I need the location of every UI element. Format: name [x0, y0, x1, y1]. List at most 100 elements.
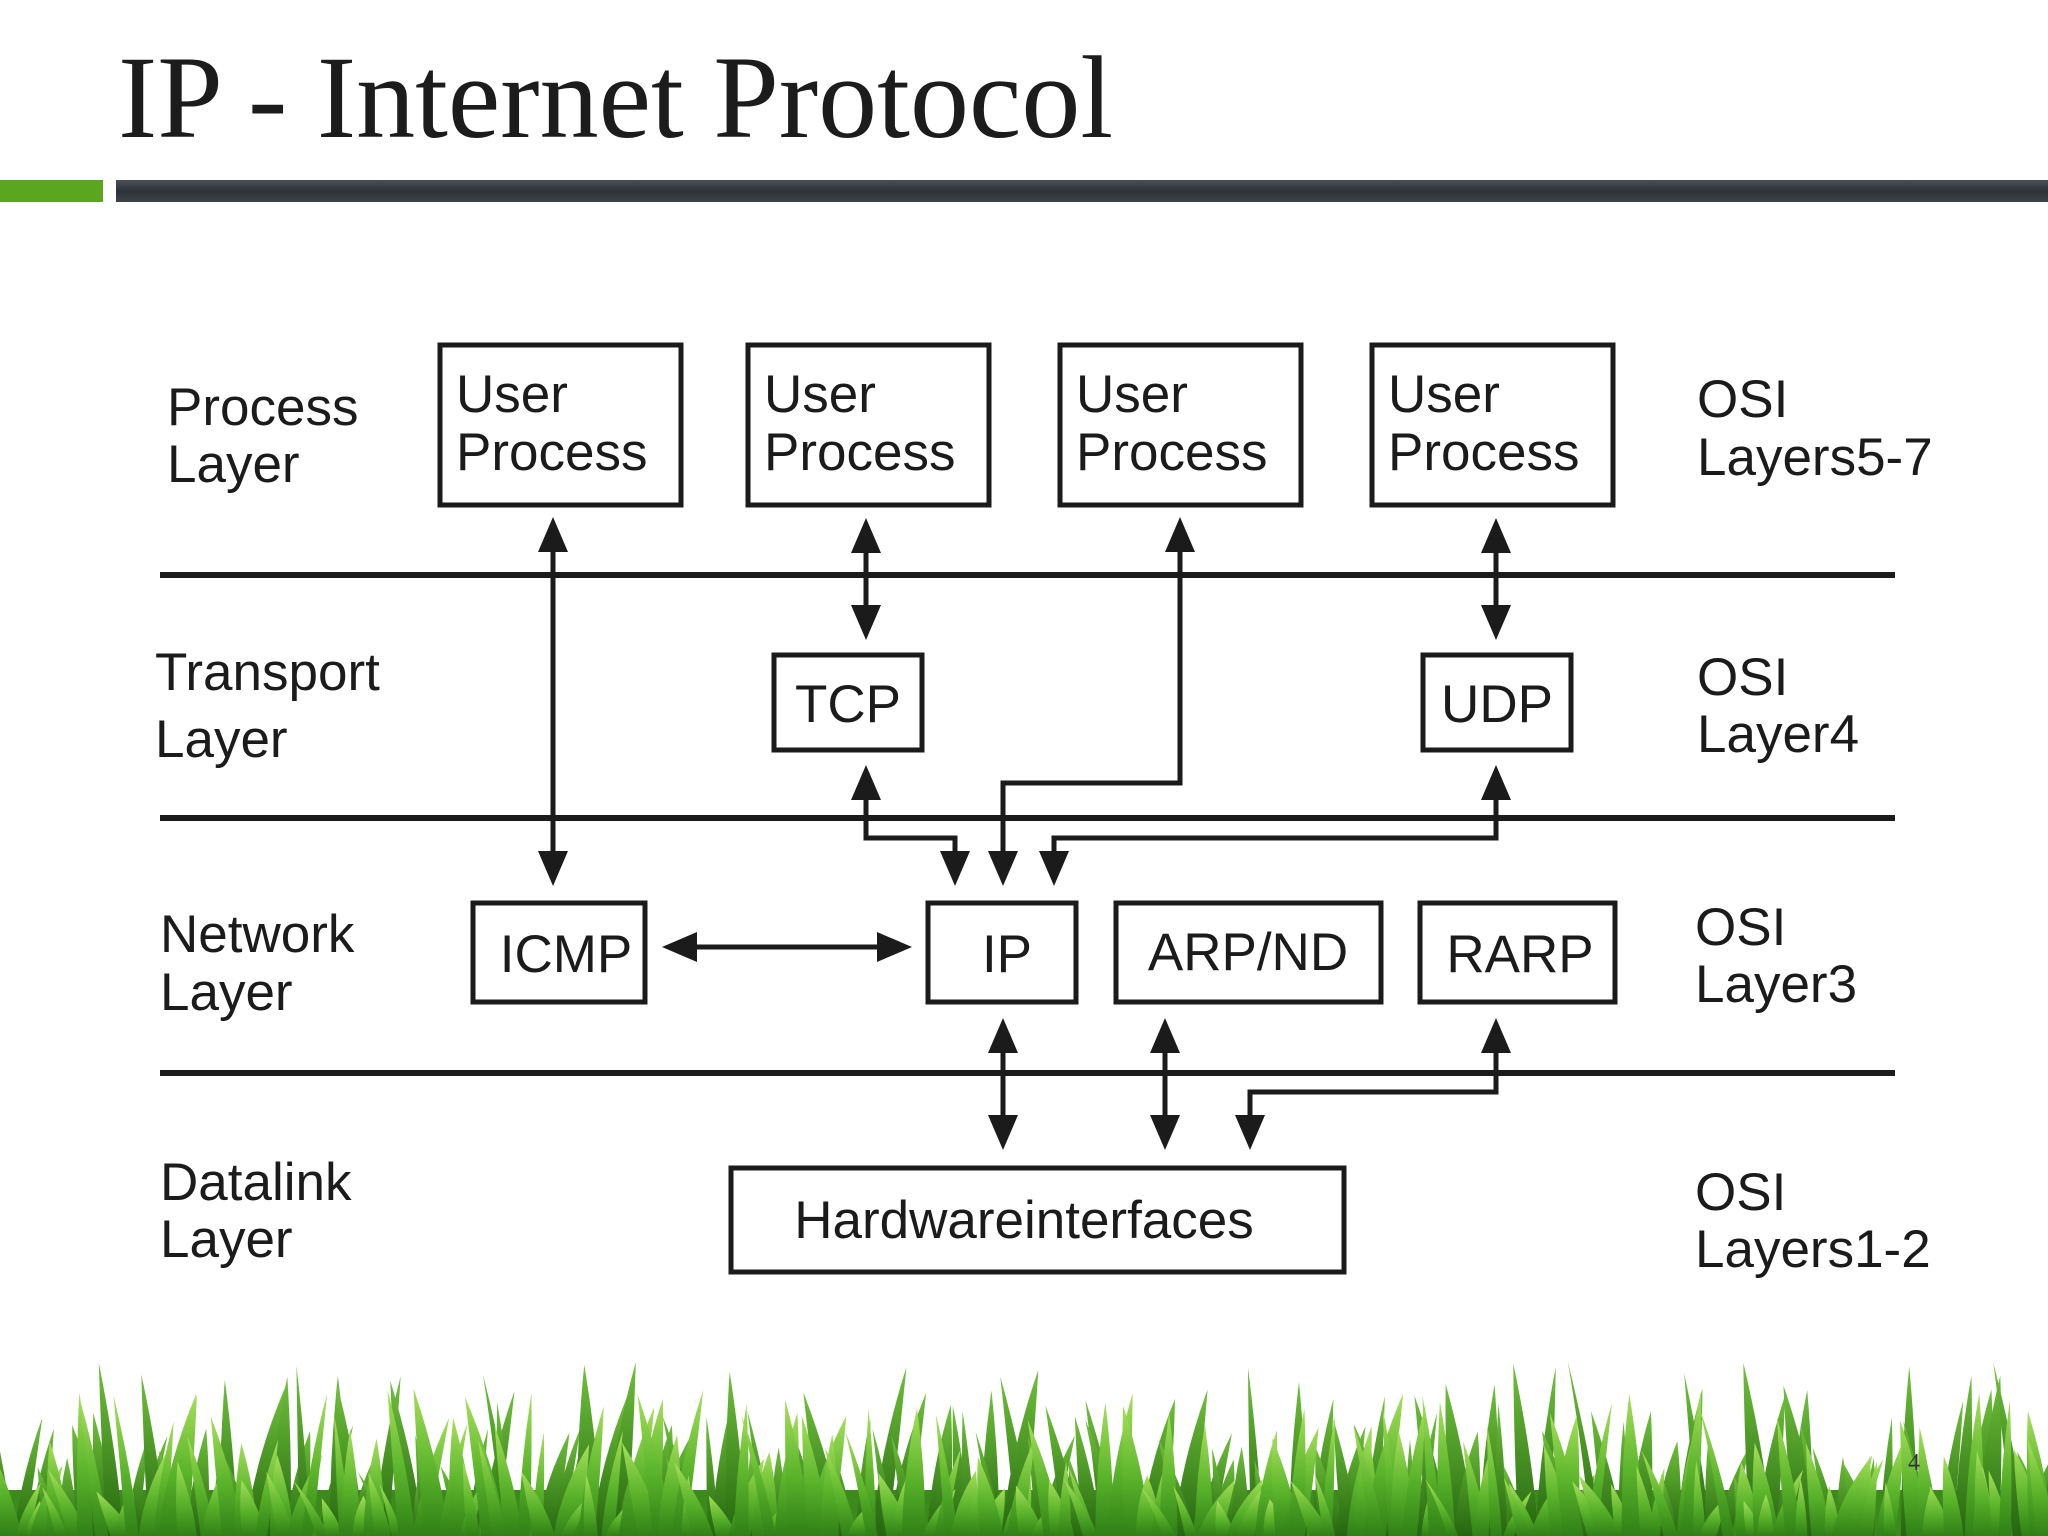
grass-blade	[1503, 1477, 1530, 1536]
grass-blade	[601, 1431, 623, 1536]
page-number: 4	[1908, 1450, 1920, 1476]
osi-label-transport: OSI	[1697, 648, 1788, 707]
arrow-arp-hardware	[1150, 1018, 1180, 1150]
user-process-box-2: User Process	[745, 342, 992, 508]
svg-text:Process: Process	[764, 423, 955, 482]
layer-name-network: Network	[160, 905, 355, 964]
arp-nd-box: ARP/ND	[1113, 900, 1384, 1005]
grass-blade	[1974, 1450, 1994, 1536]
grass-blade	[901, 1408, 926, 1536]
grass-blade	[1942, 1455, 1964, 1536]
grass-blade	[1998, 1399, 2012, 1536]
grass-blade	[1513, 1363, 1539, 1536]
osi-range-datalink: Layers1-2	[1695, 1220, 1931, 1279]
grass-blade	[1141, 1488, 1176, 1536]
grass-blade	[1001, 1369, 1039, 1536]
layer-name-datalink: Datalink	[160, 1153, 352, 1212]
svg-text:TCP: TCP	[795, 675, 901, 734]
grass-blade	[1197, 1480, 1235, 1536]
grass-blade	[13, 1417, 43, 1536]
arrow-icmp-ip	[662, 932, 912, 962]
svg-text:UDP: UDP	[1441, 675, 1553, 734]
grass-blade	[1095, 1402, 1114, 1536]
osi-range-network: Layer3	[1695, 955, 1857, 1014]
grass-blade	[1776, 1417, 1802, 1536]
svg-text:User: User	[1388, 365, 1500, 424]
grass-blade	[1831, 1455, 1873, 1536]
grass-blade	[15, 1482, 41, 1536]
osi-label-network: OSI	[1695, 898, 1786, 957]
arrow-ip-hardware	[988, 1018, 1018, 1150]
grass-blade	[1795, 1479, 1808, 1536]
grass-blade	[977, 1456, 1003, 1536]
udp-box: UDP	[1420, 652, 1574, 753]
arrow-user-process-4-udp	[1481, 518, 1511, 640]
grass-blade	[1194, 1424, 1213, 1536]
grass-blade	[1064, 1479, 1098, 1536]
grass-blade	[76, 1392, 93, 1536]
svg-text:Process: Process	[1388, 423, 1579, 482]
grass-blade	[1006, 1439, 1035, 1536]
grass-blade	[521, 1471, 555, 1536]
grass-blade	[733, 1403, 749, 1536]
layer-name-datalink-suffix: Layer	[160, 1210, 293, 1269]
grass-blade	[98, 1362, 124, 1536]
grass-blade	[379, 1484, 403, 1536]
tcp-box: TCP	[771, 652, 925, 753]
svg-text:Process: Process	[456, 423, 647, 482]
osi-label-process: OSI	[1697, 370, 1788, 429]
grass-blade	[845, 1432, 878, 1536]
grass-blade	[1752, 1442, 1779, 1536]
grass-blade	[1226, 1478, 1263, 1536]
grass-blade	[255, 1439, 279, 1536]
grass-blade	[176, 1461, 197, 1536]
svg-text:Hardwareinterfaces: Hardwareinterfaces	[794, 1191, 1254, 1250]
grass-blade	[1699, 1408, 1735, 1536]
user-process-box-4: User Process	[1369, 342, 1616, 508]
arrow-tcp-ip	[851, 765, 970, 886]
grass-blade	[1424, 1478, 1459, 1536]
grass-blade	[1473, 1452, 1491, 1536]
protocol-stack-diagram: Process Layer Transport Layer Network La…	[155, 342, 1933, 1279]
svg-text:IP: IP	[982, 925, 1032, 984]
grass-blade	[244, 1387, 285, 1536]
grass-blade	[708, 1495, 737, 1536]
grass-blade	[1173, 1486, 1197, 1536]
grass-blade	[293, 1480, 329, 1536]
grass-blade	[1290, 1481, 1331, 1536]
grass-blade	[591, 1395, 628, 1536]
grass-blade	[413, 1388, 449, 1536]
svg-text:RARP: RARP	[1446, 925, 1593, 984]
rarp-box: RARP	[1417, 900, 1618, 1005]
grass-blade	[387, 1390, 416, 1536]
svg-text:User: User	[764, 365, 876, 424]
hardware-interfaces-box: Hardwareinterfaces	[728, 1165, 1347, 1275]
grass-blade	[462, 1460, 480, 1536]
svg-text:User: User	[456, 365, 568, 424]
grass-blade	[1487, 1425, 1503, 1536]
grass-blade	[1058, 1461, 1071, 1536]
layer-name-transport-suffix: Layer	[155, 710, 288, 769]
grass-blade	[494, 1425, 523, 1536]
grass-blade	[741, 1414, 776, 1536]
grass-blade	[2027, 1440, 2048, 1536]
osi-label-datalink: OSI	[1695, 1163, 1786, 1222]
grass-blade	[1860, 1461, 1878, 1536]
grass-blade	[820, 1434, 839, 1536]
grass-blade	[583, 1474, 598, 1536]
grass-blade	[1353, 1426, 1385, 1536]
svg-text:ARP/ND: ARP/ND	[1148, 923, 1348, 982]
osi-range-process: Layers5-7	[1697, 428, 1933, 487]
grass-blade	[935, 1414, 958, 1536]
layer-name-transport: Transport	[155, 643, 380, 702]
grass-blade	[368, 1472, 391, 1536]
user-process-box-3: User Process	[1057, 342, 1304, 508]
grass-blade	[1401, 1405, 1426, 1536]
arrow-user-process-2-tcp	[851, 518, 881, 640]
grass-blade	[1437, 1401, 1456, 1536]
grass-blade	[113, 1395, 139, 1536]
svg-text:User: User	[1076, 365, 1188, 424]
grass-blade	[1806, 1443, 1832, 1536]
grass-blade	[1621, 1393, 1644, 1536]
grass-blade	[674, 1461, 714, 1536]
